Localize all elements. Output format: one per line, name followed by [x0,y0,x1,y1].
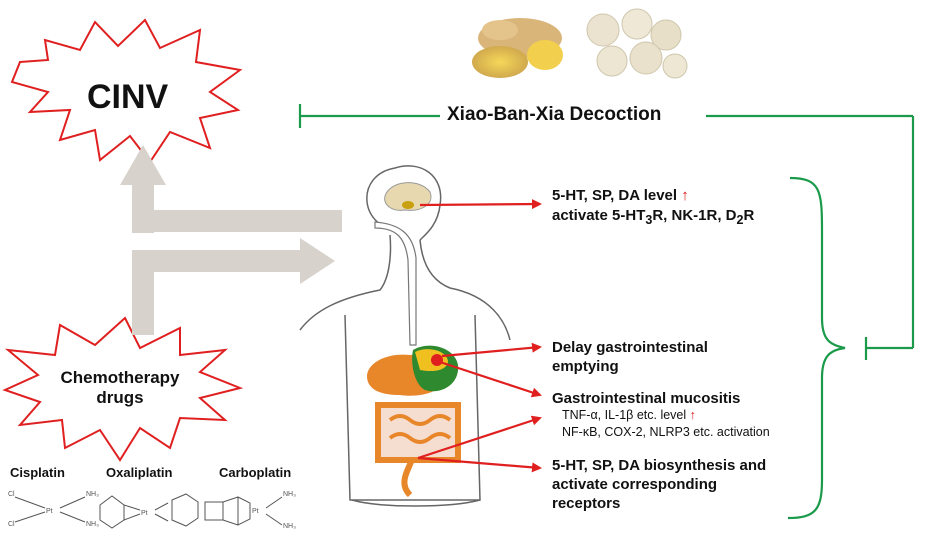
svg-text:Pt: Pt [46,508,53,515]
up-arrow-icon: ↑ [681,187,689,204]
human-body-figure [299,165,511,507]
biosynthesis-line1: 5-HT, SP, DA biosynthesis and [552,457,767,474]
pathway-arrows [120,145,342,335]
brain-effects-line1: 5-HT, SP, DA level [552,187,678,204]
decoction-label: Xiao-Ban-Xia Decoction [447,104,662,125]
drug-oxaliplatin: Oxaliplatin [106,465,173,480]
cinv-label: CINV [87,78,169,116]
drug-carboplatin: Carboplatin [219,465,292,480]
svg-text:Cl: Cl [8,521,15,528]
oxaliplatin-structure: Pt [99,493,199,529]
ginger-image [472,18,563,78]
svg-text:NH₃: NH₃ [283,523,296,530]
biosynthesis: 5-HT, SP, DA biosynthesis and activate c… [552,456,766,513]
mucositis-title: Gastrointestinal mucositis [552,390,741,407]
chemo-label: Chemotherapy drugs [60,368,180,408]
gi-emptying-line2: emptying [552,358,619,375]
svg-text:NH₃: NH₃ [86,491,99,498]
drug-cisplatin: Cisplatin [10,465,65,480]
mucositis-sub1: TNF-α, IL-1β etc. level [562,408,687,422]
pinellia-image [586,8,688,79]
up-arrow-icon-2: ↑ [689,408,696,422]
stomach-figure [367,345,459,396]
biosynthesis-line3: receptors [552,495,621,512]
svg-text:NH₃: NH₃ [283,491,296,498]
esophagus [374,221,417,346]
biosynthesis-line2: activate corresponding [552,476,718,493]
svg-text:Pt: Pt [252,508,259,515]
gi-emptying: Delay gastrointestinal emptying [552,338,708,376]
mucositis: Gastrointestinal mucositis TNF-α, IL-1β … [552,390,770,441]
effect-arrows [417,199,542,473]
brain-effects-line2: activate 5-HT3R, NK-1R, D2R [552,207,755,227]
gi-emptying-line1: Delay gastrointestinal [552,339,708,356]
intestines-figure [375,402,461,498]
chemo-label-line1: Chemotherapy [60,368,180,387]
carboplatin-structure: Pt NH₃ NH₃ [204,491,296,530]
chemo-label-line2: drugs [96,388,144,407]
chemo-burst [2,316,244,462]
inhibition-lines [298,104,915,520]
svg-text:NH₃: NH₃ [86,521,99,528]
cisplatin-structure: Pt Cl Cl NH₃ NH₃ [8,491,99,528]
brain-effects: 5-HT, SP, DA level ↑ activate 5-HT3R, NK… [552,186,754,230]
brain-figure [384,182,432,211]
svg-text:Pt: Pt [141,510,148,517]
cinv-burst [10,18,243,164]
mucositis-sub2: NF-κB, COX-2, NLRP3 etc. activation [562,425,770,439]
svg-text:Cl: Cl [8,491,15,498]
